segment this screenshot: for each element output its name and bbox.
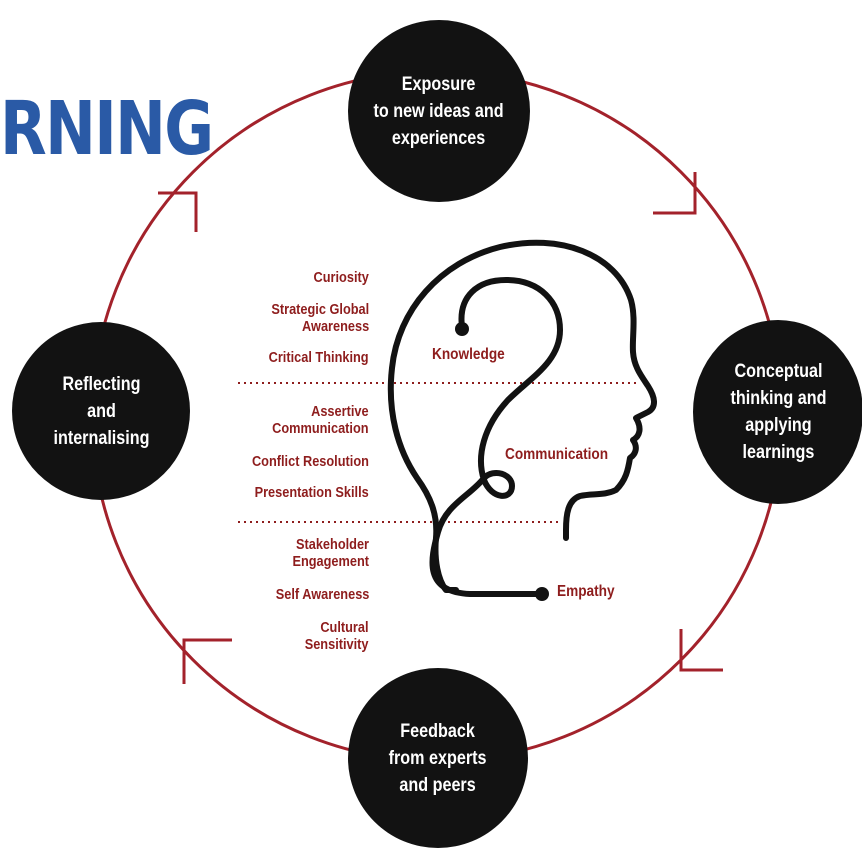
skill-self-awareness: Self Awareness: [275, 587, 369, 603]
question-mark-icon: [429, 277, 563, 597]
domain-knowledge: Knowledge: [432, 346, 505, 363]
node-exposure-label: Exposure to new ideas and experiences: [373, 73, 505, 149]
domain-empathy: Empathy: [557, 583, 615, 600]
skill-stakeholder-engagement: Stakeholder Engagement: [292, 537, 369, 570]
skill-presentation-skills: Presentation Skills: [254, 485, 369, 501]
skill-curiosity: Curiosity: [313, 270, 369, 286]
empathy-dot: [535, 587, 549, 601]
skill-cultural-sensitivity: Cultural Sensitivity: [305, 620, 369, 653]
arrow-top-right: [653, 172, 697, 215]
arrow-top-left: [158, 191, 198, 232]
page-title: RNING: [0, 86, 214, 172]
node-feedback-label: Feedback from experts and peers: [389, 720, 487, 796]
arrow-bottom-right: [679, 629, 723, 672]
head-profile-icon: [387, 239, 657, 593]
node-reflecting: Reflecting and internalising: [12, 322, 190, 500]
node-feedback: Feedback from experts and peers: [348, 668, 528, 848]
node-exposure: Exposure to new ideas and experiences: [348, 20, 530, 202]
node-conceptual-thinking: Conceptual thinking and applying learnin…: [693, 320, 862, 504]
skill-conflict-resolution: Conflict Resolution: [252, 454, 369, 470]
skill-critical-thinking: Critical Thinking: [269, 350, 369, 366]
node-conceptual-thinking-label: Conceptual thinking and applying learnin…: [730, 361, 826, 463]
knowledge-dot: [455, 322, 469, 336]
arrow-bottom-left: [182, 638, 232, 684]
domain-communication: Communication: [505, 446, 609, 463]
node-reflecting-label: Reflecting and internalising: [52, 373, 150, 449]
skill-assertive-communication: Assertive Communication: [272, 404, 369, 437]
skill-strategic-global-awareness: Strategic Global Awareness: [271, 302, 369, 335]
